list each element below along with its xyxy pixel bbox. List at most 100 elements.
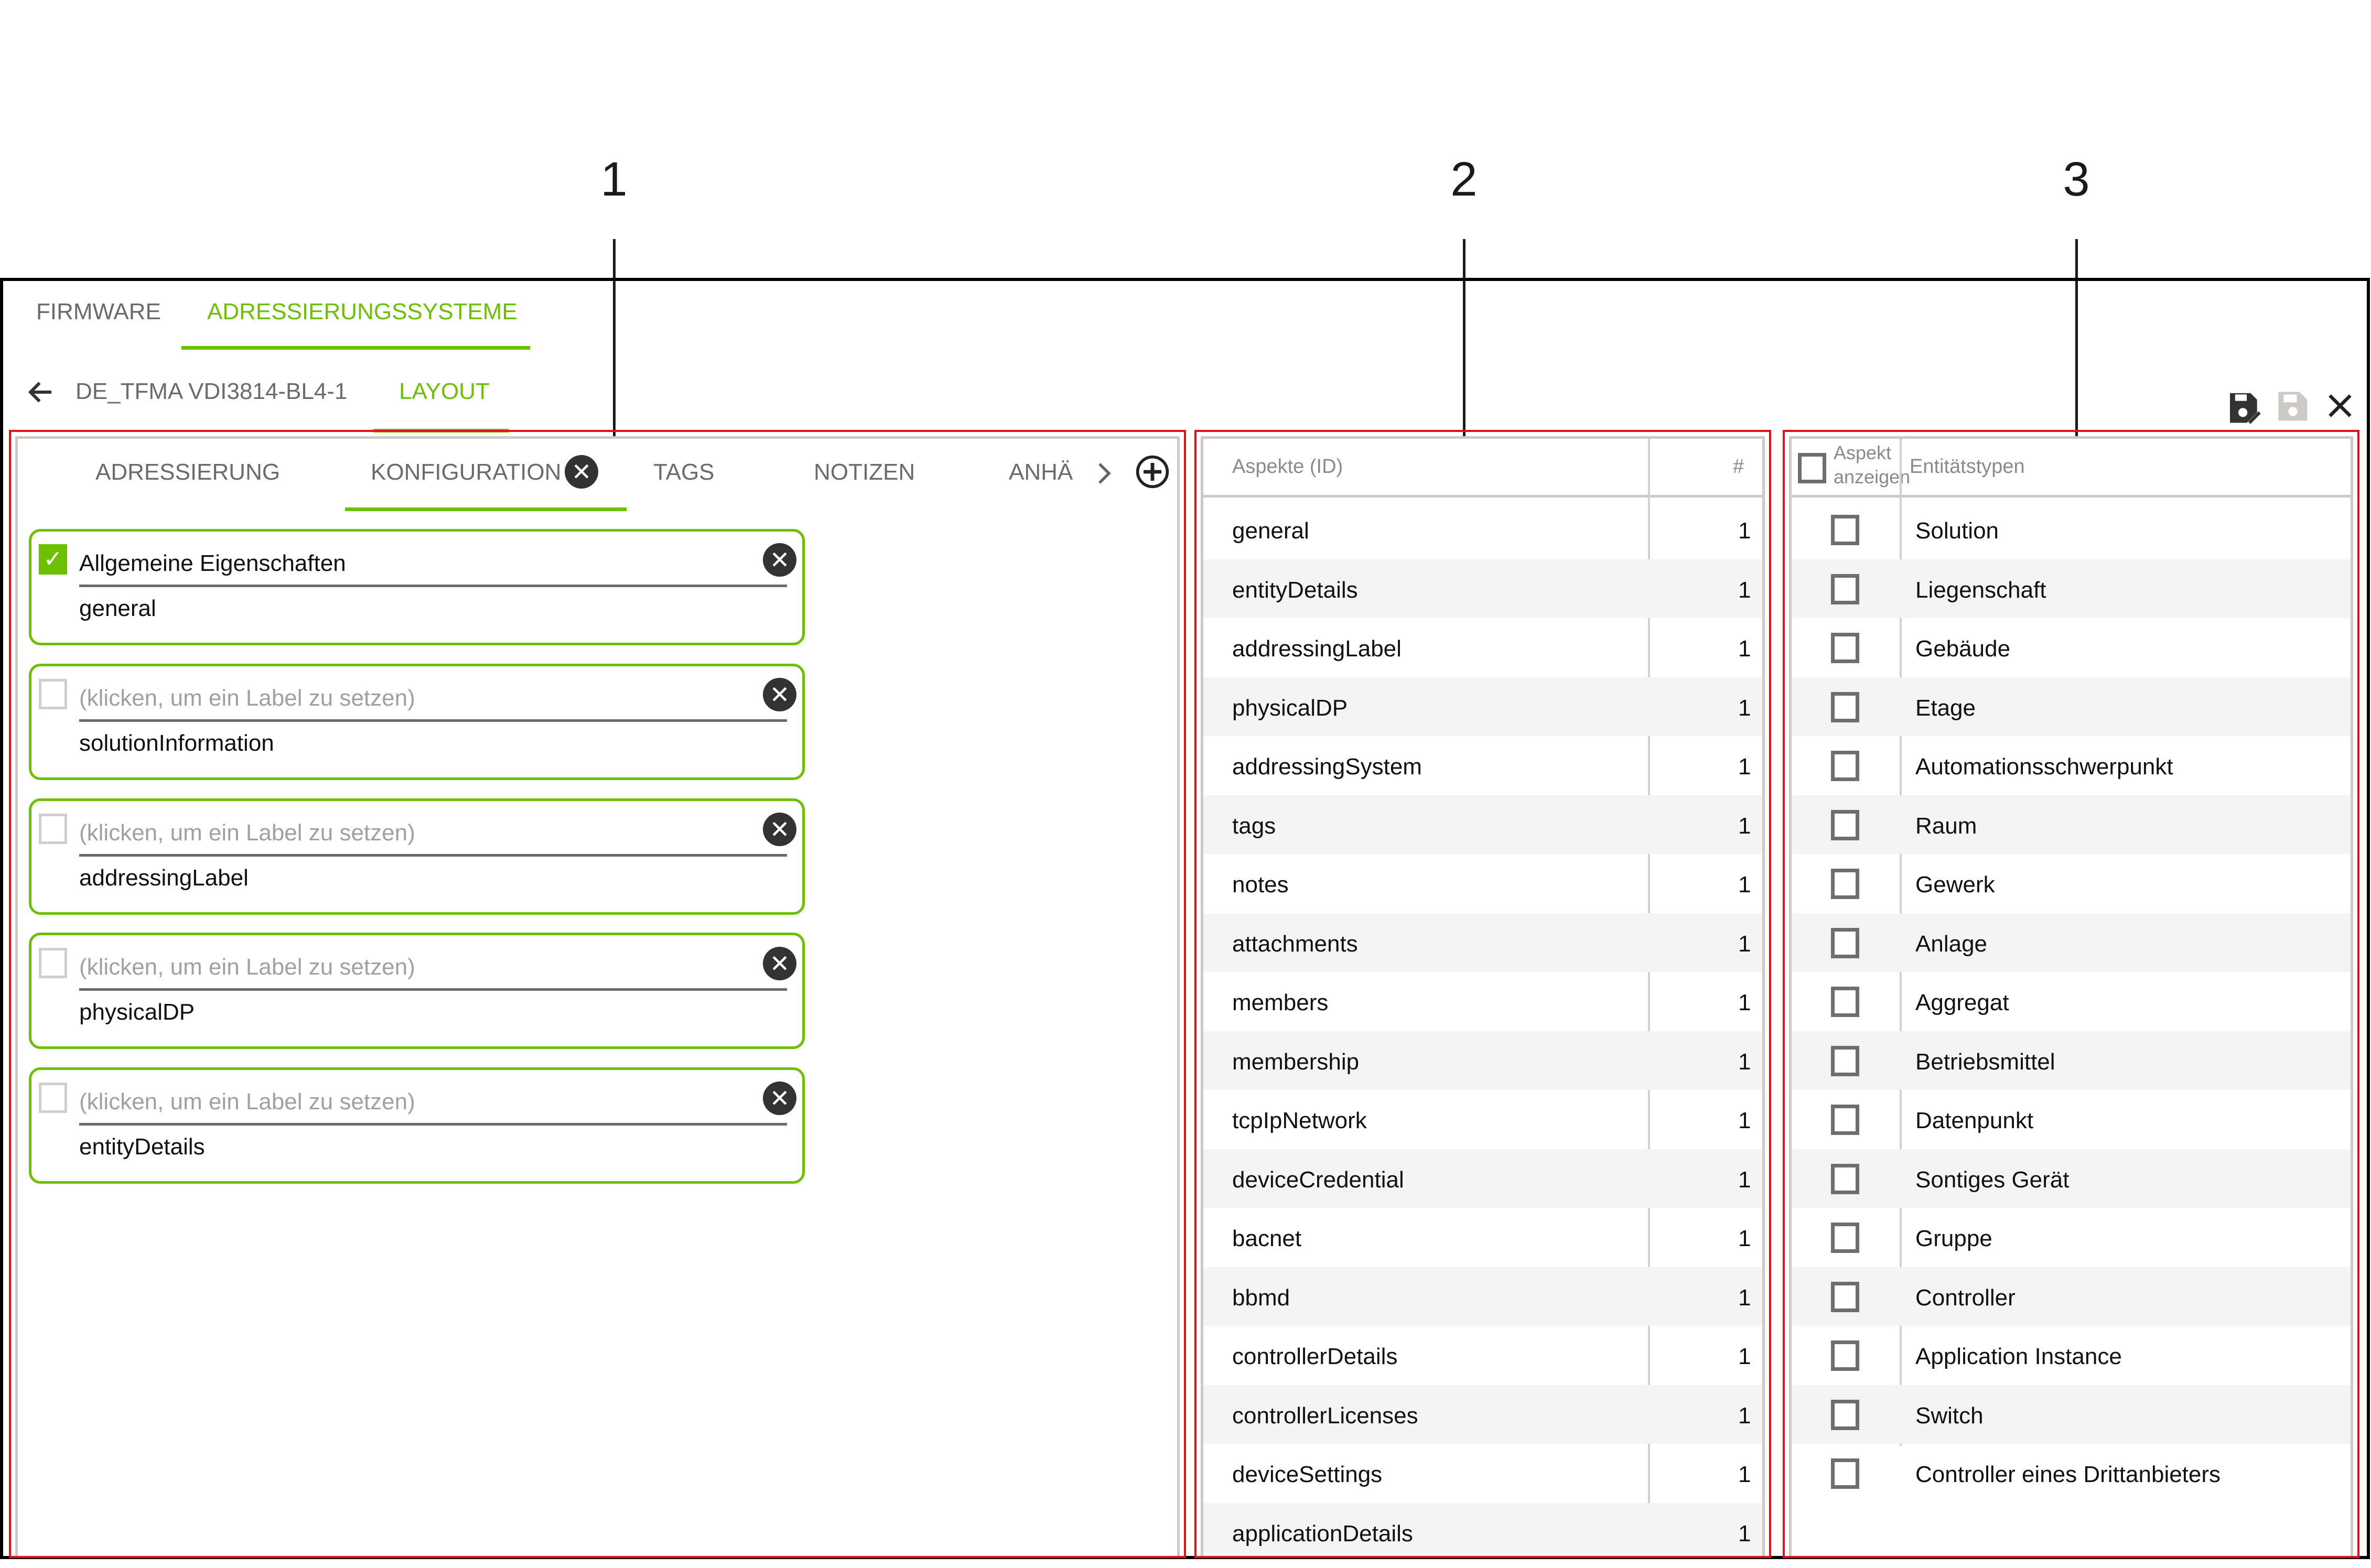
tab-notizen[interactable]: NOTIZEN [814, 459, 915, 485]
column-header-entity-types[interactable]: Entitätstypen [1910, 456, 2025, 478]
aspect-visible-checkbox[interactable] [39, 679, 67, 709]
remove-aspect-button[interactable]: ✕ [763, 813, 796, 846]
aspect-visible-checkbox[interactable]: ✓ [39, 544, 67, 575]
tab-adressierung[interactable]: ADRESSIERUNG [95, 459, 281, 485]
close-circle-icon: ✕ [571, 458, 592, 486]
entity-type-row[interactable]: Betriebsmittel [1792, 1031, 2351, 1090]
entity-type-row[interactable]: Gruppe [1792, 1208, 2351, 1267]
column-header-aspect-id[interactable]: Aspekte (ID) [1232, 456, 1343, 478]
save-button[interactable] [2277, 391, 2309, 422]
show-aspect-checkbox[interactable] [1831, 869, 1859, 899]
show-aspect-checkbox[interactable] [1831, 633, 1859, 663]
show-aspect-checkbox[interactable] [1831, 927, 1859, 958]
show-aspect-checkbox[interactable] [1831, 1340, 1859, 1371]
aspect-id: general [79, 596, 156, 621]
show-aspect-checkbox[interactable] [1831, 751, 1859, 781]
column-header-count[interactable]: # [1733, 456, 1744, 478]
entity-type-row[interactable]: Raum [1792, 795, 2351, 854]
save-as-button[interactable] [2228, 391, 2265, 424]
aspect-label-field[interactable]: (klicken, um ein Label zu setzen) [79, 1089, 787, 1126]
show-aspect-checkbox[interactable] [1831, 1163, 1859, 1194]
tab-anhaenge[interactable]: ANHÄ [1009, 459, 1073, 485]
aspect-card[interactable]: (klicken, um ein Label zu setzen) entity… [29, 1067, 805, 1184]
entity-type-row[interactable]: Datenpunkt [1792, 1090, 2351, 1149]
entity-type-row[interactable]: Sontiges Gerät [1792, 1149, 2351, 1208]
show-aspect-checkbox[interactable] [1831, 1458, 1859, 1489]
show-aspect-checkbox[interactable] [1831, 1223, 1859, 1253]
entity-type-label: Controller [1915, 1284, 2016, 1311]
show-aspect-checkbox[interactable] [1831, 691, 1859, 722]
aspect-label-field[interactable]: (klicken, um ein Label zu setzen) [79, 685, 787, 722]
back-button[interactable] [25, 376, 57, 408]
remove-aspect-button[interactable]: ✕ [763, 678, 796, 711]
entity-type-row[interactable]: Etage [1792, 677, 2351, 736]
show-aspect-checkbox[interactable] [1831, 1281, 1859, 1312]
show-aspect-checkbox[interactable] [1831, 809, 1859, 840]
remove-aspect-button[interactable]: ✕ [763, 947, 796, 980]
entity-type-row[interactable]: Gebäude [1792, 618, 2351, 677]
tab-tags[interactable]: TAGS [653, 459, 715, 485]
aspect-visible-checkbox[interactable] [39, 948, 67, 978]
aspect-label-field[interactable]: (klicken, um ein Label zu setzen) [79, 954, 787, 991]
entity-type-row[interactable]: Controller [1792, 1267, 2351, 1326]
show-aspect-checkbox[interactable] [1831, 1105, 1859, 1135]
entity-type-row[interactable]: Switch [1792, 1385, 2351, 1444]
show-aspect-checkbox[interactable] [1831, 987, 1859, 1017]
aspect-id: solutionInformation [79, 730, 274, 756]
entity-type-row[interactable]: Solution [1792, 500, 2351, 559]
tab-layout[interactable]: LAYOUT [399, 379, 490, 404]
select-all-checkbox[interactable] [1798, 453, 1826, 483]
show-aspect-checkbox[interactable] [1831, 1399, 1859, 1430]
entity-type-label: Switch [1915, 1402, 1984, 1429]
aspect-label-field[interactable]: (klicken, um ein Label zu setzen) [79, 820, 787, 857]
tab-firmware[interactable]: FIRMWARE [36, 299, 161, 325]
entity-type-row[interactable]: Anlage [1792, 913, 2351, 972]
entity-type-label: Controller eines Drittanbieters [1915, 1462, 2221, 1487]
aspects-scrollbar[interactable] [1763, 489, 1765, 1270]
scroll-tabs-right-button[interactable] [1095, 460, 1114, 486]
add-tab-button[interactable] [1135, 454, 1170, 490]
show-aspect-checkbox[interactable] [1831, 1045, 1859, 1076]
show-aspect-checkbox[interactable] [1831, 515, 1859, 545]
aspect-visible-checkbox[interactable] [39, 1083, 67, 1113]
entity-type-row[interactable]: Automationsschwerpunkt [1792, 736, 2351, 795]
aspect-card[interactable]: (klicken, um ein Label zu setzen) addres… [29, 798, 805, 915]
aspect-card[interactable]: (klicken, um ein Label zu setzen) soluti… [29, 664, 805, 780]
entity-type-row[interactable]: Controller eines Drittanbieters [1792, 1444, 2351, 1503]
close-circle-icon: ✕ [769, 949, 790, 978]
entity-type-row[interactable]: Liegenschaft [1792, 559, 2351, 618]
remove-aspect-button[interactable]: ✕ [763, 1082, 796, 1115]
chevron-right-icon [1098, 463, 1111, 484]
show-aspect-checkbox[interactable] [1831, 574, 1859, 604]
aspect-label-field[interactable]: Allgemeine Eigenschaften [79, 550, 787, 587]
close-button[interactable] [2326, 392, 2354, 419]
entity-type-row[interactable]: Aggregat [1792, 972, 2351, 1031]
entity-type-row[interactable]: Application Instance [1792, 1326, 2351, 1385]
aspect-card[interactable]: ✓ Allgemeine Eigenschaften general ✕ [29, 529, 805, 645]
remove-aspect-button[interactable]: ✕ [763, 543, 796, 577]
tab-konfiguration[interactable]: KONFIGURATION [371, 459, 562, 485]
tab-adressierungssysteme[interactable]: ADRESSIERUNGSSYSTEME [207, 299, 518, 325]
aspect-visible-checkbox[interactable] [39, 814, 67, 844]
entity-type-row[interactable]: Gewerk [1792, 854, 2351, 913]
aspect-card[interactable]: (klicken, um ein Label zu setzen) physic… [29, 933, 805, 1049]
close-tab-konfiguration-button[interactable]: ✕ [565, 455, 598, 489]
